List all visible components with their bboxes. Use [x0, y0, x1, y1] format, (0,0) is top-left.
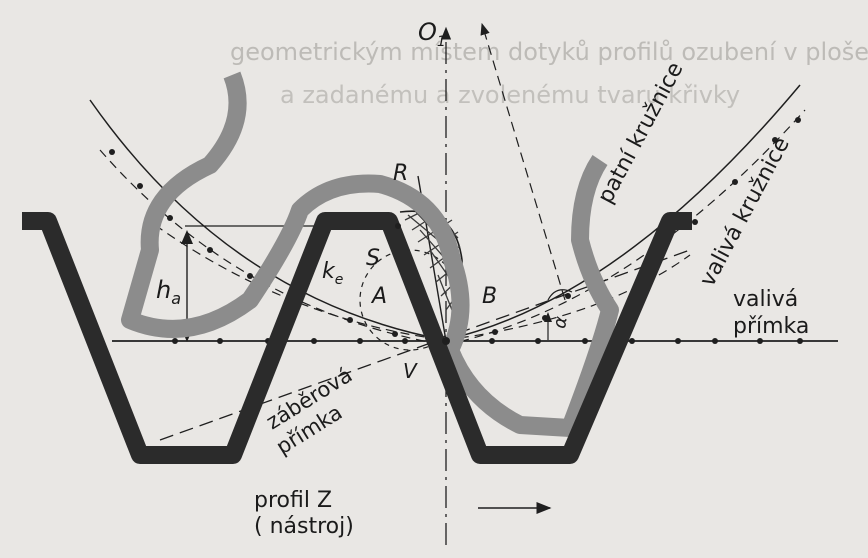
header-line-2: a zadanému a zvolenému tvaru křivky — [280, 81, 740, 109]
label-ha: ha — [156, 276, 181, 308]
label-v: V — [403, 359, 418, 383]
root-circle-arc — [89, 84, 801, 341]
ha-arrow-top — [181, 230, 193, 244]
label-axis-o: O1 — [418, 18, 446, 50]
rolling-line-dots — [172, 338, 803, 344]
label-a: A — [370, 284, 387, 309]
label-ke: ke — [322, 259, 343, 288]
label-s: S — [366, 246, 380, 271]
label-valiva-kruznice: valivá kružnice — [695, 133, 795, 291]
point-r-base — [395, 223, 401, 229]
inclined-axis — [480, 22, 566, 301]
gear-profile — [121, 71, 619, 437]
label-b: B — [482, 284, 497, 309]
label-profil-z: profil Z — [254, 488, 332, 513]
label-valiva-primka-1: valivá — [733, 287, 798, 312]
label-r: R — [393, 161, 408, 186]
alpha-point — [565, 293, 571, 299]
alpha-arrow — [544, 312, 552, 322]
addendum-circle-arc — [154, 224, 691, 341]
tool-profile — [22, 212, 692, 464]
header-line-1: geometrickým místem dotyků profilů ozube… — [230, 38, 868, 66]
contact-point — [442, 337, 450, 345]
label-valiva-primka-2: přímka — [733, 314, 809, 339]
label-nastroj: ( nástroj) — [254, 514, 354, 539]
alpha-angle-arc — [547, 289, 573, 301]
label-alpha: α — [549, 315, 572, 330]
